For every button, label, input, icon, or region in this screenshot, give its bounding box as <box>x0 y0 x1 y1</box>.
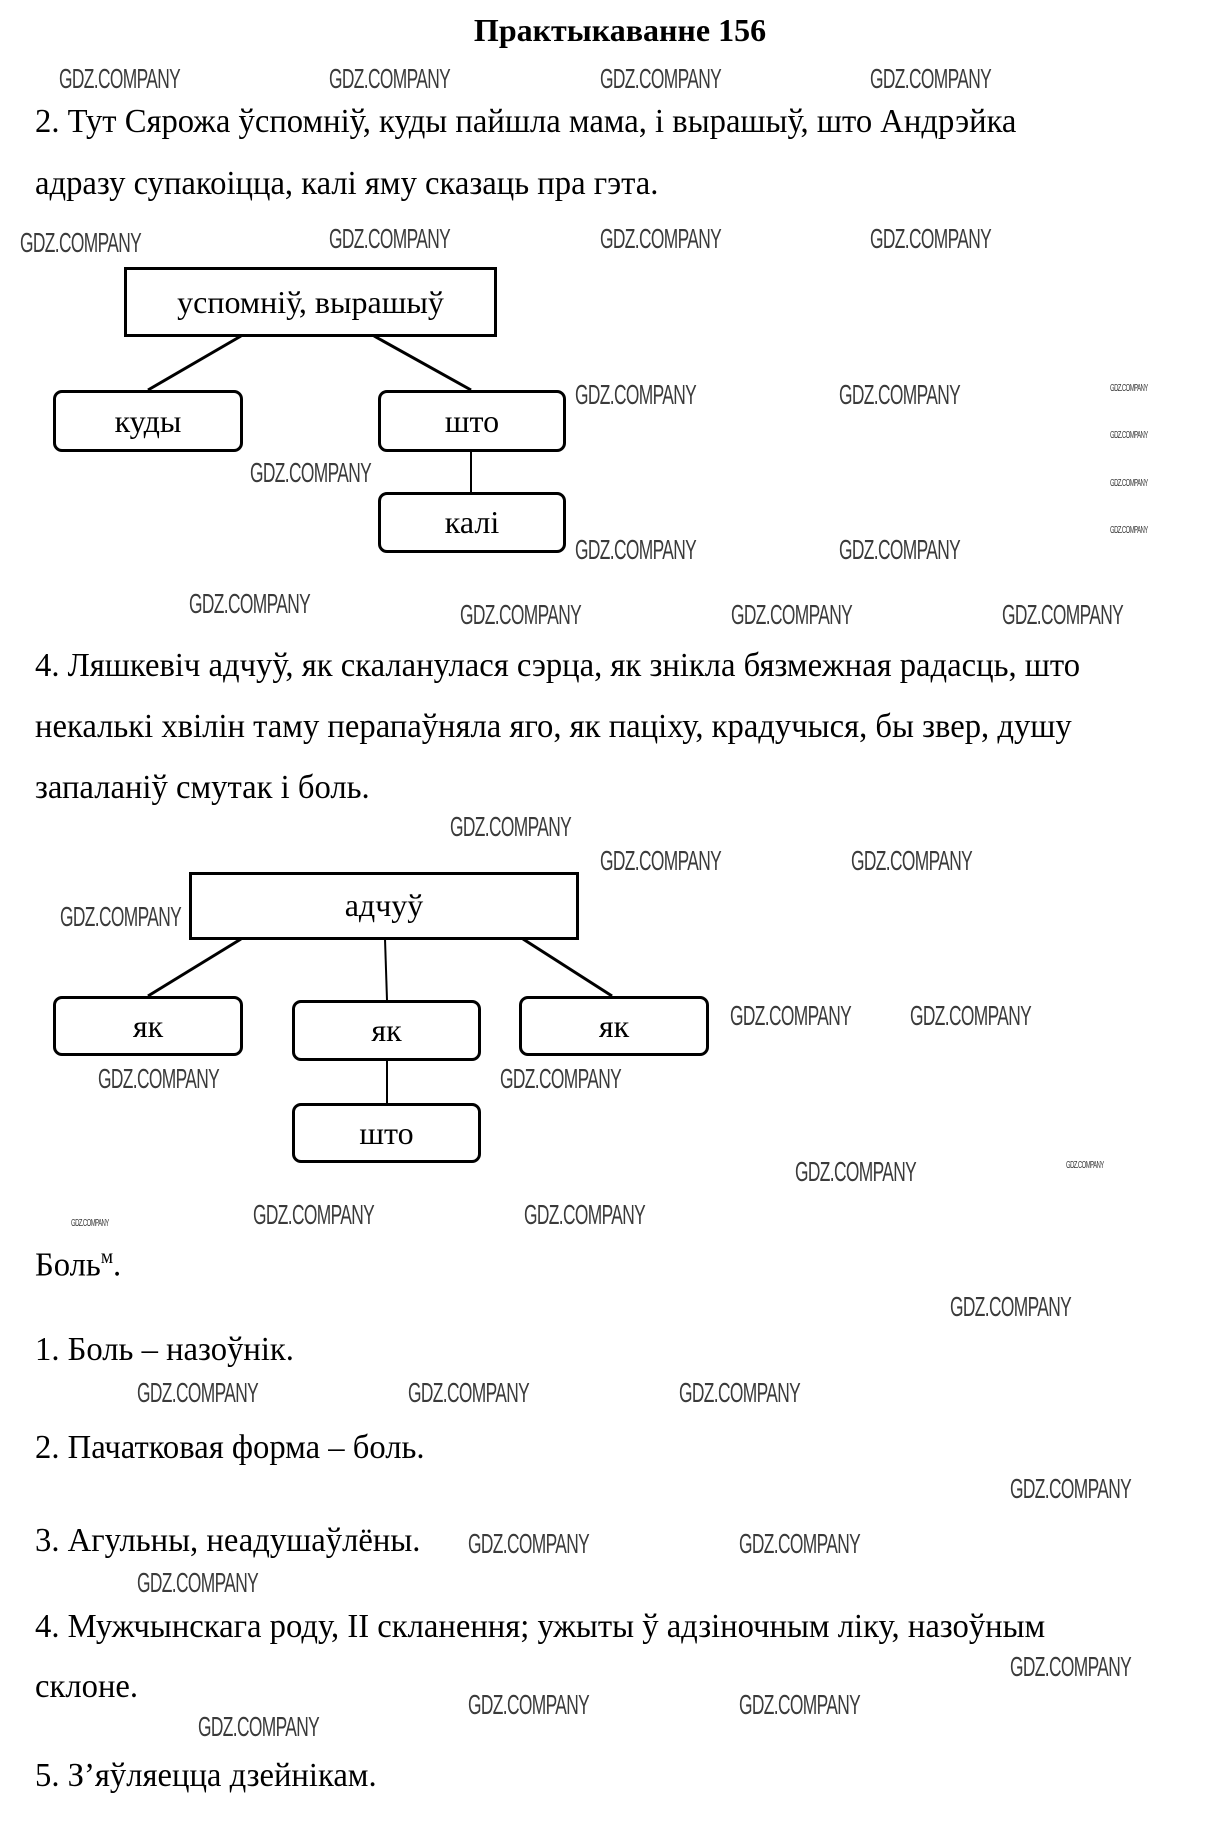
watermark-text: GDZ.COMPANY <box>739 1689 861 1720</box>
watermark-text: GDZ.COMPANY <box>1010 1651 1132 1682</box>
diagram-1-root: успомніў, вырашыў <box>124 267 497 337</box>
watermark-text: GDZ.COMPANY <box>600 223 722 254</box>
sentence-2-line-1: 2. Тут Сярожа ўспомніў, куды пайшла мама… <box>35 103 1017 140</box>
analysis-superscript: м <box>100 1246 113 1268</box>
connector-line <box>147 334 242 392</box>
watermark-text: GDZ.COMPANY <box>1110 478 1148 489</box>
watermark-text: GDZ.COMPANY <box>731 599 853 630</box>
watermark-text: GDZ.COMPANY <box>870 63 992 94</box>
diagram-2-child-1: як <box>53 996 243 1056</box>
watermark-text: GDZ.COMPANY <box>20 227 142 258</box>
watermark-text: GDZ.COMPANY <box>524 1199 646 1230</box>
watermark-text: GDZ.COMPANY <box>575 534 697 565</box>
watermark-text: GDZ.COMPANY <box>730 1000 852 1031</box>
watermark-text: GDZ.COMPANY <box>910 1000 1032 1031</box>
watermark-text: GDZ.COMPANY <box>795 1156 917 1187</box>
watermark-text: GDZ.COMPANY <box>1010 1473 1132 1504</box>
watermark-text: GDZ.COMPANY <box>600 845 722 876</box>
watermark-text: GDZ.COMPANY <box>1110 525 1148 536</box>
sentence-4-line-1: 4. Ляшкевіч адчуў, як скаланулася сэрца,… <box>35 647 1081 684</box>
watermark-text: GDZ.COMPANY <box>600 63 722 94</box>
watermark-text: GDZ.COMPANY <box>253 1199 375 1230</box>
diagram-2-child-2: як <box>292 1000 481 1061</box>
watermark-text: GDZ.COMPANY <box>60 901 182 932</box>
watermark-text: GDZ.COMPANY <box>575 379 697 410</box>
watermark-text: GDZ.COMPANY <box>137 1377 259 1408</box>
watermark-text: GDZ.COMPANY <box>1066 1160 1104 1171</box>
page-title: Практыкаванне 156 <box>473 12 767 48</box>
analysis-heading: Больм. <box>35 1237 121 1285</box>
watermark-text: GDZ.COMPANY <box>1110 430 1148 441</box>
watermark-text: GDZ.COMPANY <box>500 1063 622 1094</box>
watermark-text: GDZ.COMPANY <box>189 588 311 619</box>
watermark-text: GDZ.COMPANY <box>468 1528 590 1559</box>
analysis-item: 1. Боль – назоўнік. <box>35 1331 294 1368</box>
analysis-item: 3. Агульны, неадушаўлёны. <box>35 1522 421 1559</box>
diagram-1-grandchild-kali: калі <box>378 492 566 553</box>
analysis-item: 5. З’яўляецца дзейнікам. <box>35 1757 377 1794</box>
watermark-text: GDZ.COMPANY <box>450 811 572 842</box>
connector-line <box>384 938 388 1001</box>
watermark-text: GDZ.COMPANY <box>98 1063 220 1094</box>
watermark-text: GDZ.COMPANY <box>851 845 973 876</box>
diagram-2-root: адчуў <box>189 872 579 940</box>
watermark-text: GDZ.COMPANY <box>59 63 181 94</box>
connector-line <box>373 334 472 392</box>
watermark-text: GDZ.COMPANY <box>329 223 451 254</box>
watermark-text: GDZ.COMPANY <box>250 457 372 488</box>
analysis-item: 4. Мужчынскага роду, II скланення; ужыты… <box>35 1608 1046 1645</box>
watermark-text: GDZ.COMPANY <box>198 1711 320 1742</box>
connector-line <box>147 937 242 998</box>
watermark-text: GDZ.COMPANY <box>679 1377 801 1408</box>
analysis-item: 2. Пачатковая форма – боль. <box>35 1429 425 1466</box>
watermark-text: GDZ.COMPANY <box>460 599 582 630</box>
watermark-text: GDZ.COMPANY <box>329 63 451 94</box>
watermark-text: GDZ.COMPANY <box>1110 383 1148 394</box>
watermark-text: GDZ.COMPANY <box>71 1218 109 1229</box>
watermark-text: GDZ.COMPANY <box>870 223 992 254</box>
watermark-text: GDZ.COMPANY <box>839 379 961 410</box>
diagram-2-grandchild: што <box>292 1103 481 1163</box>
watermark-text: GDZ.COMPANY <box>839 534 961 565</box>
sentence-2-line-2: адразу супакоіцца, калі яму сказаць пра … <box>35 165 659 202</box>
watermark-text: GDZ.COMPANY <box>137 1567 259 1598</box>
connector-line <box>522 937 613 998</box>
watermark-text: GDZ.COMPANY <box>739 1528 861 1559</box>
sentence-4-line-2: некалькі хвілін таму перапаўняла яго, як… <box>35 708 1072 745</box>
watermark-text: GDZ.COMPANY <box>1002 599 1124 630</box>
analysis-suffix: . <box>112 1246 122 1284</box>
watermark-text: GDZ.COMPANY <box>468 1689 590 1720</box>
analysis-word: Боль <box>35 1246 101 1284</box>
watermark-text: GDZ.COMPANY <box>408 1377 530 1408</box>
sentence-4-line-3: запаланіў смутак і боль. <box>35 769 370 806</box>
diagram-1-child-shto: што <box>378 390 566 452</box>
analysis-item: склоне. <box>35 1668 139 1705</box>
watermark-text: GDZ.COMPANY <box>950 1291 1072 1322</box>
diagram-2-child-3: як <box>519 996 709 1056</box>
diagram-1-child-kudy: куды <box>53 390 243 452</box>
